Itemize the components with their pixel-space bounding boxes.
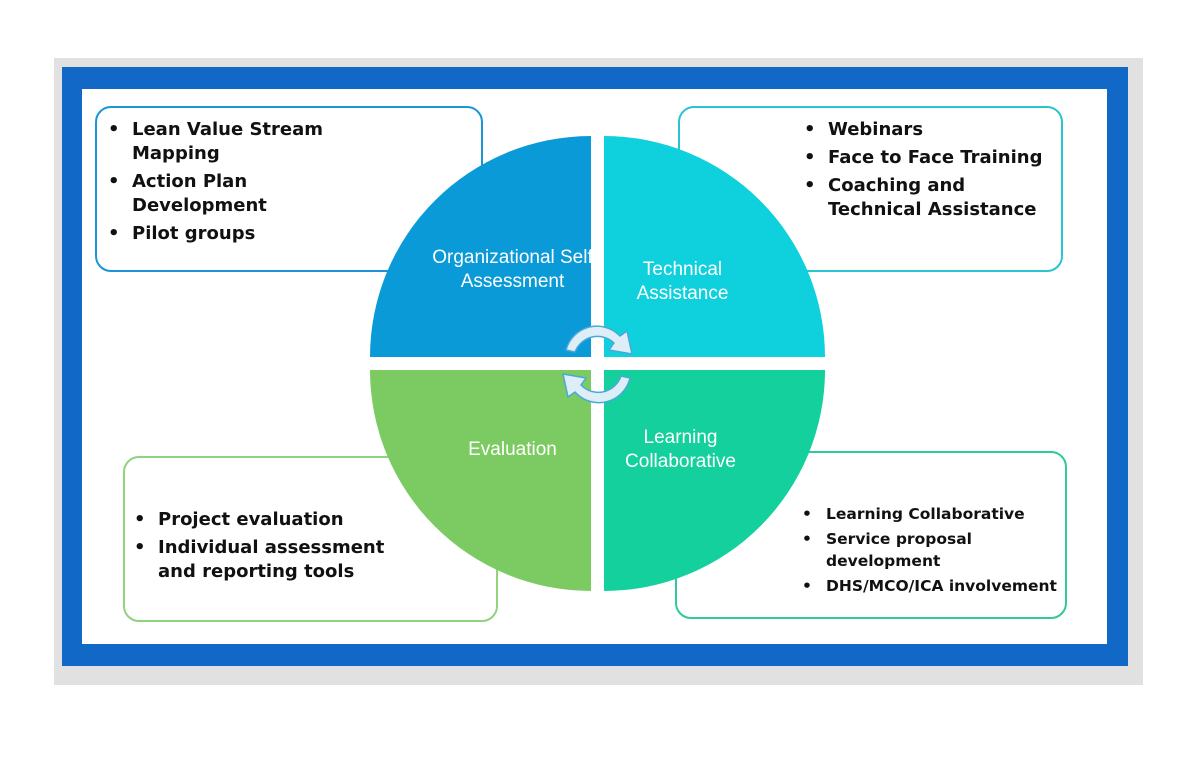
list-item: Face to Face Training: [800, 146, 1050, 170]
quadrant-evaluation: [370, 370, 591, 591]
list-item: Learning Collaborative: [798, 503, 1058, 525]
quadrant-label-organizational-self-assessment: Organizational Self Assessment: [432, 247, 593, 292]
list-item: Lean Value Stream Mapping: [104, 118, 354, 166]
list-item: Action Plan Development: [104, 170, 354, 218]
list-item: Coaching and Technical Assistance: [800, 174, 1050, 222]
quadrant-label-technical-assistance: Technical Assistance: [636, 259, 729, 304]
bullet-list-learning-collaborative: Learning Collaborative Service proposal …: [798, 503, 1058, 600]
circular-cycle-arrows-icon: [562, 325, 633, 404]
quadrant-label-learning-collaborative: Learning Collaborative: [625, 427, 736, 472]
quadrant-organizational-self-assessment: [370, 136, 591, 357]
quadrant-technical-assistance: [604, 136, 825, 357]
list-item: DHS/MCO/ICA involvement: [798, 575, 1058, 597]
bullet-list-organizational-self-assessment: Lean Value Stream Mapping Action Plan De…: [104, 118, 354, 250]
list-item: Individual assessment and reporting tool…: [130, 536, 410, 584]
quadrant-learning-collaborative: [604, 370, 825, 591]
list-item: Pilot groups: [104, 222, 354, 246]
bullet-list-technical-assistance: Webinars Face to Face Training Coaching …: [800, 118, 1050, 226]
list-item: Webinars: [800, 118, 1050, 142]
bullet-list-evaluation: Project evaluation Individual assessment…: [130, 508, 410, 588]
quadrant-label-evaluation: Evaluation: [468, 439, 557, 460]
list-item: Project evaluation: [130, 508, 410, 532]
list-item: Service proposal development: [798, 528, 1058, 572]
